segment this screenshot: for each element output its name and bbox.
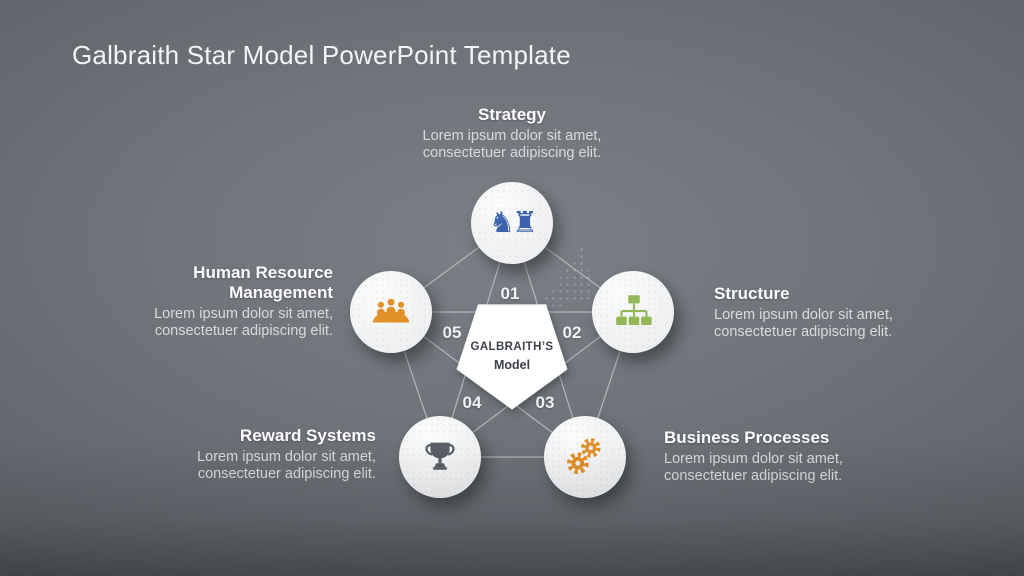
node-circle-business-processes [544, 416, 626, 498]
center-subtitle: Model [493, 358, 531, 372]
node-title: Structure [714, 284, 790, 303]
node-description: Lorem ipsum dolor sit amet, consectetuer… [342, 128, 682, 162]
center-pentagon: GALBRAITH’S Model [449, 301, 575, 413]
desc-line-2: consectetuer adipiscing elit. [664, 468, 843, 484]
node-circle-human-resource-management [350, 271, 432, 353]
desc-line-1: Lorem ipsum dolor sit amet, [664, 451, 843, 467]
desc-line-2: consectetuer adipiscing elit. [154, 323, 333, 339]
label-block-business-processes: Business Processes Lorem ipsum dolor sit… [664, 428, 929, 485]
label-block-reward-systems: Reward Systems Lorem ipsum dolor sit ame… [146, 426, 376, 483]
desc-line-1: Lorem ipsum dolor sit amet, [422, 128, 602, 144]
desc-line-2: consectetuer adipiscing elit. [197, 466, 376, 482]
center-title: GALBRAITH’S [470, 341, 554, 353]
step-number-04: 04 [462, 393, 482, 412]
node-title: Human Resource Management [193, 263, 333, 302]
desc-line-1: Lorem ipsum dolor sit amet, [154, 306, 333, 322]
trophy-icon [425, 442, 455, 470]
step-number-05: 05 [442, 323, 462, 342]
node-title: Strategy [477, 105, 547, 124]
label-block-strategy: Strategy Lorem ipsum dolor sit amet, con… [342, 105, 682, 162]
desc-line-2: consectetuer adipiscing elit. [714, 324, 893, 340]
meeting-icon [372, 298, 410, 323]
node-circle-strategy: ♞♜ [471, 182, 553, 264]
node-circle-structure [592, 271, 674, 353]
chess-pieces-icon: ♞♜ [489, 204, 538, 239]
node-circle-reward-systems [399, 416, 481, 498]
node-description: Lorem ipsum dolor sit amet, consectetuer… [714, 307, 969, 341]
desc-line-1: Lorem ipsum dolor sit amet, [197, 449, 376, 465]
desc-line-1: Lorem ipsum dolor sit amet, [714, 307, 893, 323]
step-number-02: 02 [562, 323, 582, 342]
node-title: Reward Systems [239, 426, 376, 445]
node-description: Lorem ipsum dolor sit amet, consectetuer… [146, 449, 376, 483]
desc-line-2: consectetuer adipiscing elit. [422, 145, 602, 161]
org-chart-icon [616, 295, 652, 325]
page-title: Galbraith Star Model PowerPoint Template [72, 40, 571, 70]
node-title: Business Processes [664, 428, 830, 447]
label-block-structure: Structure Lorem ipsum dolor sit amet, co… [714, 284, 969, 341]
step-number-03: 03 [535, 393, 555, 412]
node-description: Lorem ipsum dolor sit amet, consectetuer… [664, 451, 929, 485]
label-block-human-resource-management: Human Resource Management Lorem ipsum do… [118, 263, 333, 340]
node-description: Lorem ipsum dolor sit amet, consectetuer… [118, 306, 333, 340]
gears-icon [566, 438, 601, 475]
step-number-01: 01 [500, 284, 520, 303]
